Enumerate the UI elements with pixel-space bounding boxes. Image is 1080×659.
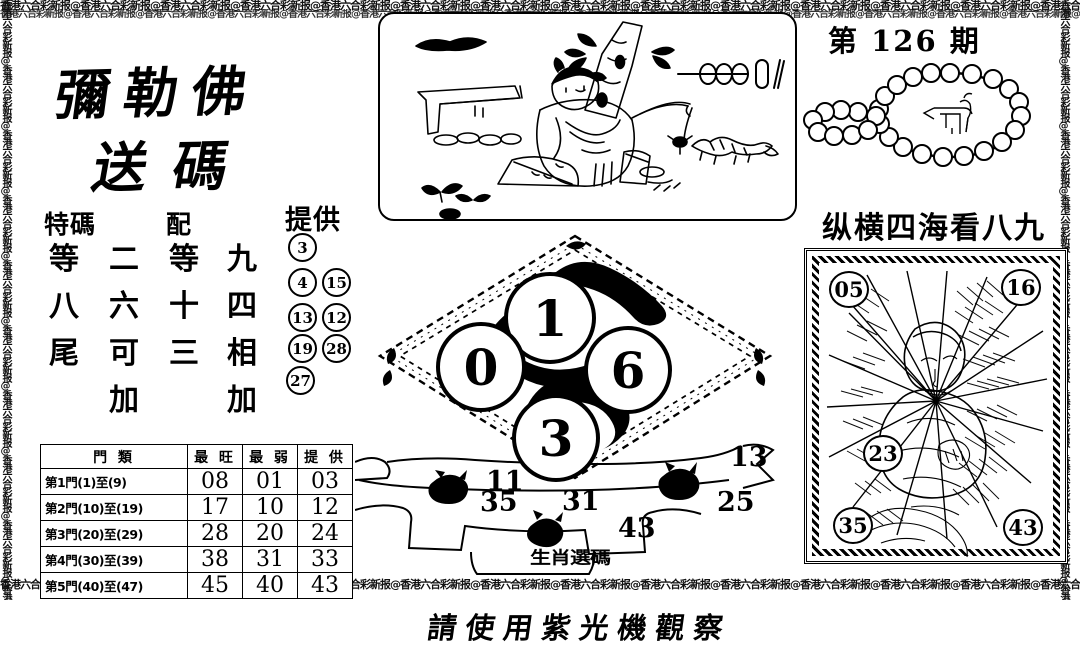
page-title-line1: 彌勒佛: [51, 58, 265, 128]
diamond-circle-2: 6: [584, 326, 672, 414]
vcol2-char-0: 二: [109, 242, 139, 277]
provided-number-left-2: 13: [288, 303, 317, 332]
provided-number-left-3: 19: [288, 334, 317, 363]
diamond-circle-1: 0: [436, 322, 526, 412]
provided-number-left-1: 4: [288, 268, 317, 297]
vcol2-char-3: 加: [109, 383, 139, 418]
table-row: 第2門(10)至(19) 17 10 12: [40, 494, 353, 521]
table-row: 第5門(40)至(47) 45 40 43: [40, 572, 353, 599]
zodiac-selection-label: 生肖選碼: [530, 547, 611, 568]
vcol1-char-0: 等: [49, 242, 79, 277]
vcol4-char-2: 相: [227, 336, 257, 371]
vertical-column-1: 等 八 尾: [44, 236, 84, 377]
vcol3-char-0: 等: [169, 242, 199, 277]
illustration-panel: [378, 12, 797, 221]
table-header-hottest: 最 旺: [187, 444, 243, 469]
heading-pair: 配: [166, 210, 193, 239]
scatter-number-5: 13: [730, 442, 768, 473]
provided-number-right-2: 28: [322, 334, 351, 363]
table-row: 第1門(1)至(9) 08 01 03: [40, 468, 353, 495]
vcol2-char-2: 可: [109, 336, 139, 371]
table-cell-cold-2: 20: [242, 520, 298, 547]
table-cell-hot-3: 38: [187, 546, 243, 573]
table-cell-pick-1: 12: [297, 494, 353, 521]
table-cell-hot-1: 17: [187, 494, 243, 521]
footer-instruction-note: 請使用紫光機觀察: [425, 611, 735, 645]
provided-number-left-4: 27: [286, 366, 315, 395]
table-cell-gate-4: 第5門(40)至(47): [40, 572, 188, 599]
table-cell-gate-1: 第2門(10)至(19): [40, 494, 188, 521]
provided-number-left-0: 3: [288, 233, 317, 262]
table-cell-gate-3: 第4門(30)至(39): [40, 546, 188, 573]
table-header-provided: 提 供: [297, 444, 353, 469]
table-row: 第4門(30)至(39) 38 31 33: [40, 546, 353, 573]
table-cell-cold-4: 40: [242, 572, 298, 599]
vcol1-char-2: 尾: [49, 336, 79, 371]
provided-number-right-1: 12: [322, 303, 351, 332]
diamond-circle-3: 3: [512, 394, 600, 482]
provided-number-right-0: 15: [322, 268, 351, 297]
right-panel-headline: 纵横四海看八九: [822, 211, 1046, 246]
vcol3-char-2: 三: [169, 336, 199, 371]
vertical-column-2: 二 六 可 加: [104, 236, 144, 424]
scatter-number-2: 31: [562, 486, 600, 517]
scatter-number-3: 43: [618, 513, 656, 544]
right-panel-number-4: 43: [1003, 509, 1043, 546]
table-cell-hot-4: 45: [187, 572, 243, 599]
table-cell-pick-2: 24: [297, 520, 353, 547]
table-cell-cold-0: 01: [242, 468, 298, 495]
table-cell-gate-2: 第3門(20)至(29): [40, 520, 188, 547]
right-panel-number-0: 05: [829, 271, 869, 308]
vertical-column-4: 九 四 相 加: [222, 236, 262, 424]
right-panel-number-3: 35: [833, 507, 873, 544]
gate-statistics-table: 門 類 最 旺 最 弱 提 供 第1門(1)至(9) 08 01 03 第2門(…: [40, 444, 353, 599]
table-cell-hot-0: 08: [187, 468, 243, 495]
vcol4-char-0: 九: [227, 242, 257, 277]
vcol4-char-3: 加: [227, 383, 257, 418]
diamond-circle-0: 1: [504, 272, 596, 364]
issue-number-label: 第 126 期: [828, 24, 981, 58]
table-header-row: 門 類 最 旺 最 弱 提 供: [40, 444, 353, 469]
scatter-number-0: 11: [486, 466, 524, 497]
right-panel-number-2: 23: [863, 435, 903, 472]
scatter-number-4: 25: [717, 487, 755, 518]
page-title-line2: 送碼: [87, 133, 260, 201]
left-border-microtext-inner: 香港六合彩新报@香港六合彩新报@香港六合彩新报@香港六合彩新报@香港六合彩新报@…: [0, 0, 11, 600]
right-panel-number-1: 16: [1001, 269, 1041, 306]
left-border-microtext: 香港六合彩新报@香港六合彩新报@香港六合彩新报@香港六合彩新报@香港六合彩新报@…: [0, 0, 22, 600]
banner-ribbon: [355, 443, 775, 575]
scatter-number-1: 35: [480, 487, 518, 518]
vcol4-char-1: 四: [227, 289, 257, 324]
prayer-beads-graphic: [803, 63, 1031, 167]
table-cell-gate-0: 第1門(1)至(9): [40, 468, 188, 495]
table-row: 第3門(20)至(29) 28 20 24: [40, 520, 353, 547]
table-cell-cold-1: 10: [242, 494, 298, 521]
table-cell-pick-3: 33: [297, 546, 353, 573]
table-header-gate: 門 類: [40, 444, 188, 469]
vcol1-char-1: 八: [49, 289, 79, 324]
diamond-number-area: 1 0 6 3: [360, 228, 790, 488]
table-cell-hot-2: 28: [187, 520, 243, 547]
heading-special-code: 特碼: [44, 210, 97, 239]
table-cell-pick-0: 03: [297, 468, 353, 495]
table-cell-cold-3: 31: [242, 546, 298, 573]
vcol3-char-1: 十: [169, 289, 199, 324]
illustration-artwork: [415, 21, 785, 219]
top-border-microtext: 香港六合彩新报@香港六合彩新报@香港六合彩新报@香港六合彩新报@香港六合彩新报@…: [0, 0, 1080, 12]
table-cell-pick-4: 43: [297, 572, 353, 599]
vcol2-char-1: 六: [109, 289, 139, 324]
vertical-column-3: 等 十 三: [164, 236, 204, 377]
table-header-coldest: 最 弱: [242, 444, 298, 469]
heading-provided: 提供: [285, 205, 341, 236]
right-picture-panel: 05 16 23 35 43: [804, 248, 1068, 564]
